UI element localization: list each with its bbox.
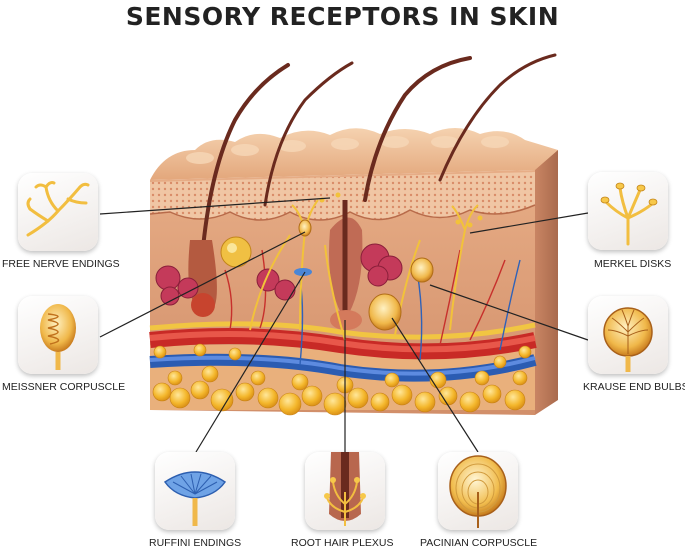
krause-end-bulbs-icon [603, 307, 653, 372]
merkel-disks-label: MERKEL DISKS [594, 258, 672, 270]
krause-end-bulbs-label: KRAUSE END BULBS [583, 381, 685, 393]
block-receptors [294, 192, 483, 331]
meissner-corpuscle-card [18, 296, 98, 374]
free-nerve-endings-label: FREE NERVE ENDINGS [2, 258, 120, 270]
ruffini-endings-card [155, 452, 235, 530]
root-hair-plexus-label: ROOT HAIR PLEXUS [291, 537, 394, 549]
meissner-corpuscle-label: MEISSNER CORPUSCLE [2, 381, 126, 393]
free-nerve-endings-icon [26, 181, 90, 237]
fat-cells [152, 343, 532, 416]
free-nerve-endings-card [18, 173, 98, 251]
hair-shafts [198, 53, 557, 292]
ruffini-endings-label: RUFFINI ENDINGS [149, 537, 242, 549]
ruffini-endings-icon [163, 471, 227, 526]
blood-vessels [149, 249, 537, 382]
sweat-glands [155, 243, 403, 306]
merkel-disks-icon [600, 182, 658, 246]
pacinian-corpuscle-label: PACINIAN CORPUSCLE [420, 537, 538, 549]
root-hair-plexus-icon [324, 452, 366, 526]
pacinian-corpuscle-icon [449, 455, 507, 528]
leader-lines [99, 197, 589, 453]
krause-end-bulbs-card [588, 296, 668, 374]
merkel-disks-card [588, 172, 668, 250]
diagram-title: SENSORY RECEPTORS IN SKIN [125, 2, 560, 31]
root-hair-plexus-card [305, 452, 385, 530]
meissner-corpuscle-icon [40, 304, 76, 370]
pacinian-corpuscle-card [438, 452, 518, 530]
